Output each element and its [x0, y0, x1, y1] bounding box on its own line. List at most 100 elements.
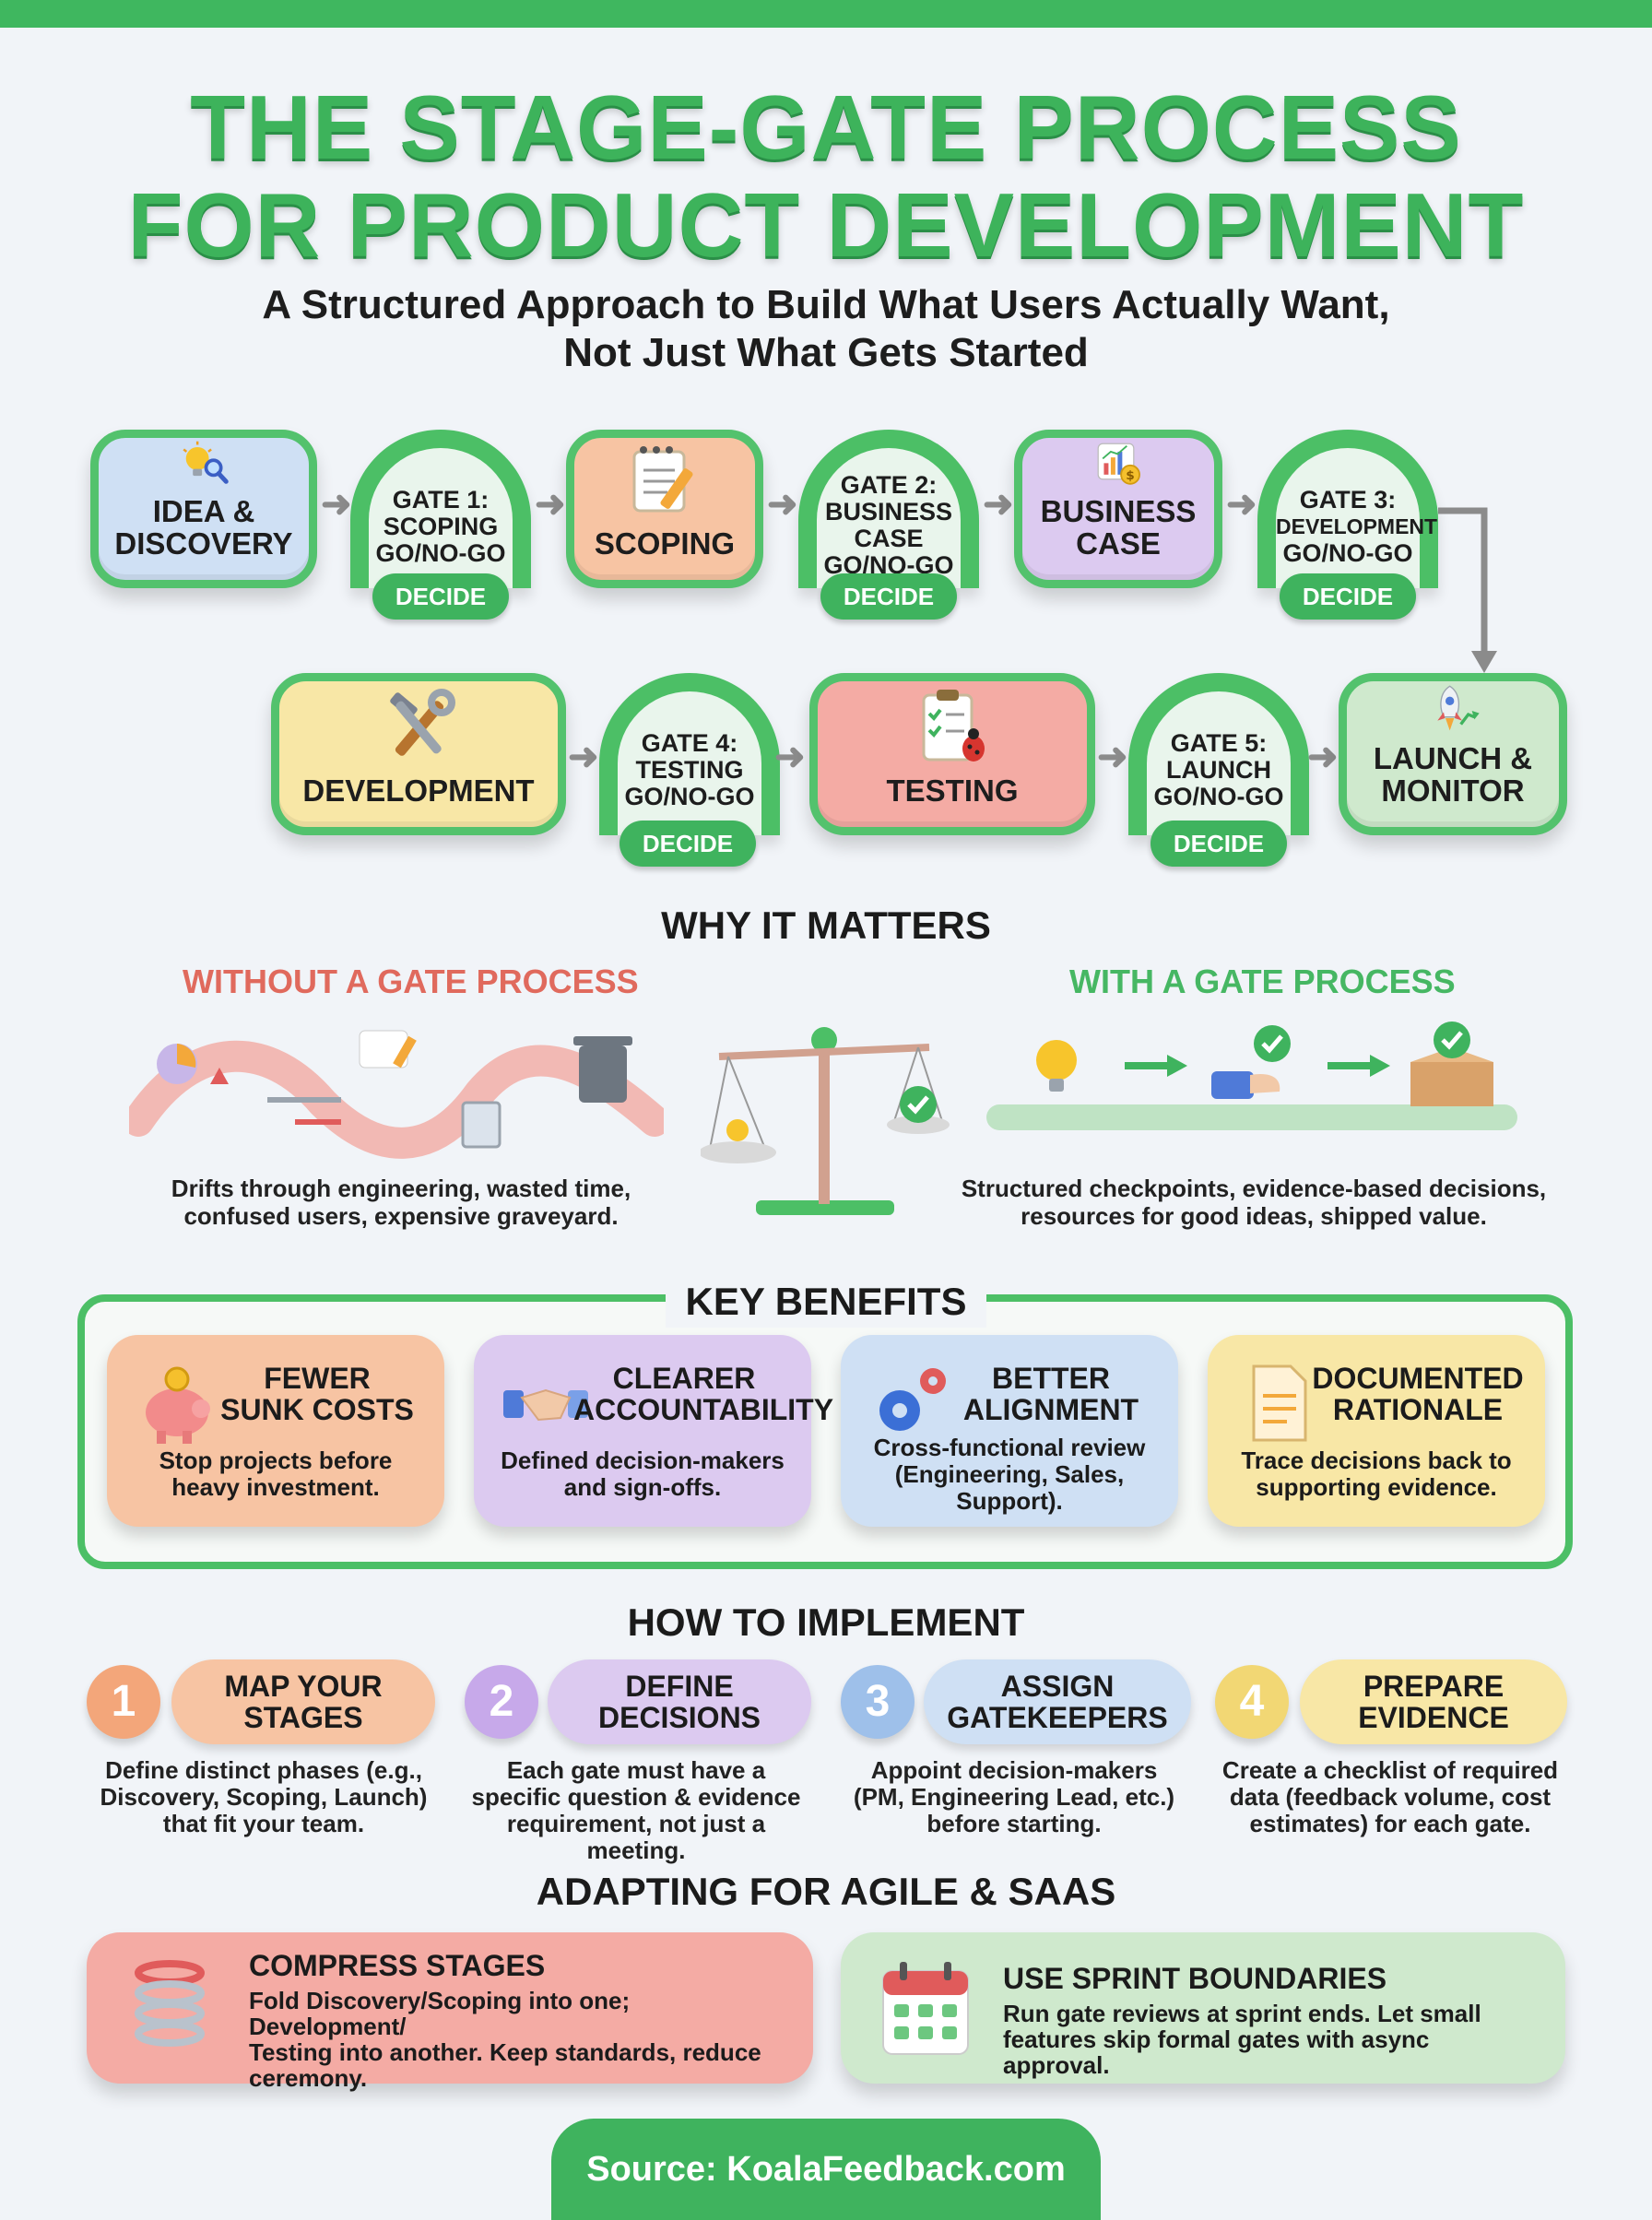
lightbulb-magnifier-icon: [183, 441, 229, 484]
step-number: 1: [87, 1665, 160, 1739]
why-heading: WHY IT MATTERS: [661, 903, 991, 947]
connector-arrow: [1438, 507, 1497, 673]
wavy-path-illustration: [129, 1030, 664, 1159]
step-number: 4: [1215, 1665, 1289, 1739]
gate-4: GATE 4: TESTING GO/NO-GO: [599, 673, 780, 835]
arrow-right-icon: ➜: [535, 484, 566, 525]
arrow-right-icon: ➜: [767, 484, 798, 525]
stage-label: SCOPING: [594, 526, 736, 561]
stage-launch-monitor: LAUNCH & MONITOR: [1339, 673, 1567, 835]
step-description: Appoint decision-makers(PM, Engineering …: [853, 1756, 1175, 1837]
hammer-wrench-icon: [390, 689, 455, 756]
subtitle-line-2: Not Just What Gets Started: [563, 330, 1089, 375]
implement-heading: HOW TO IMPLEMENT: [627, 1600, 1025, 1644]
arrow-right-icon: ➜: [1226, 484, 1257, 525]
stage-label: BUSINESS: [1040, 494, 1197, 528]
title-line-1: THE STAGE-GATE PROCESS: [190, 77, 1462, 178]
decide-badge: DECIDE: [1280, 573, 1416, 620]
benefits-heading: KEY BENEFITS: [666, 1276, 986, 1328]
stage-label: LAUNCH &: [1373, 741, 1533, 775]
arrow-right-icon: ➜: [1307, 737, 1339, 777]
with-description: Structured checkpoints, evidence-based d…: [961, 1175, 1547, 1230]
gate-label: GATE 1: SCOPING GO/NO-GO: [375, 486, 506, 567]
step-number: 2: [465, 1665, 538, 1739]
chart-money-icon: $: [1097, 443, 1140, 485]
adapt-title: USE SPRINT BOUNDARIES: [1003, 1962, 1387, 1995]
decide-badge: DECIDE: [372, 573, 509, 620]
source-footer: Source: KoalaFeedback.com: [551, 2119, 1101, 2220]
stage-label: TESTING: [886, 773, 1019, 808]
gate-2: GATE 2: BUSINESS CASE GO/NO-GO: [798, 430, 979, 588]
without-description: Drifts through engineering, wasted time,…: [171, 1175, 631, 1230]
arrow-right-icon: ➜: [321, 484, 352, 525]
stage-label: CASE: [1076, 526, 1161, 561]
step-number: 3: [841, 1665, 914, 1739]
svg-text:$: $: [1126, 468, 1135, 483]
stage-testing: TESTING: [809, 673, 1095, 835]
adapt-title: COMPRESS STAGES: [249, 1949, 546, 1982]
compress-stages-card: COMPRESS STAGES Fold Discovery/Scoping i…: [87, 1932, 813, 2091]
without-title: WITHOUT A GATE PROCESS: [183, 962, 639, 1000]
stage-idea-discovery: IDEA & DISCOVERY: [90, 430, 317, 588]
benefit-description: Cross-functional review(Engineering, Sal…: [873, 1434, 1146, 1515]
arrow-right-icon: ➜: [774, 737, 806, 777]
stage-label: DISCOVERY: [114, 526, 293, 561]
gate-label: GATE 5: LAUNCH GO/NO-GO: [1153, 729, 1284, 810]
step-description: Define distinct phases (e.g.,Discovery, …: [100, 1756, 428, 1837]
document-icon: [1252, 1364, 1307, 1442]
calendar-icon: [882, 1962, 969, 2055]
with-title: WITH A GATE PROCESS: [1069, 962, 1456, 1000]
checklist-bug-icon: [922, 690, 985, 762]
stage-business-case: $ BUSINESS CASE: [1014, 430, 1222, 588]
gears-icon: [879, 1368, 946, 1431]
notepad-pencil-icon: [632, 446, 693, 513]
decide-badge: DECIDE: [820, 573, 957, 620]
piggy-bank-icon: [146, 1366, 210, 1444]
gate-label: GATE 3: DEVELOPMENT GO/NO-GO: [1276, 486, 1438, 567]
title-line-2: FOR PRODUCT DEVELOPMENT: [127, 174, 1525, 276]
stage-label: DEVELOPMENT: [302, 773, 535, 808]
gate-5: GATE 5: LAUNCH GO/NO-GO: [1128, 673, 1309, 835]
adapt-description: Fold Discovery/Scoping into one; Develop…: [249, 1987, 761, 2092]
stage-label: MONITOR: [1381, 773, 1525, 808]
stage-development: DEVELOPMENT: [271, 673, 566, 835]
gate-label: GATE 2: BUSINESS CASE GO/NO-GO: [823, 471, 954, 579]
stage-label: IDEA &: [152, 494, 255, 528]
top-accent-bar: [0, 0, 1652, 28]
arrow-right-icon: ➜: [1097, 737, 1128, 777]
gated-path-illustration: [986, 1021, 1517, 1130]
adapt-description: Run gate reviews at sprint ends. Let sma…: [1003, 2000, 1481, 2079]
adapting-heading: ADAPTING FOR AGILE & SAAS: [536, 1870, 1116, 1913]
balance-scale-icon: [701, 1027, 950, 1215]
gate-1: GATE 1: SCOPING GO/NO-GO: [350, 430, 531, 588]
handshake-icon: [503, 1388, 588, 1422]
arrow-right-icon: ➜: [568, 737, 599, 777]
rocket-icon: [1437, 685, 1480, 731]
subtitle-line-1: A Structured Approach to Build What User…: [262, 282, 1390, 327]
gate-label: GATE 4: TESTING GO/NO-GO: [624, 729, 755, 810]
spring-icon: [135, 1960, 205, 2047]
sprint-boundaries-card: USE SPRINT BOUNDARIES Run gate reviews a…: [841, 1932, 1565, 2084]
decide-badge: DECIDE: [1150, 821, 1287, 867]
arrow-right-icon: ➜: [983, 484, 1014, 525]
gate-3: GATE 3: DEVELOPMENT GO/NO-GO: [1257, 430, 1438, 588]
stage-scoping: SCOPING: [566, 430, 763, 588]
decide-badge: DECIDE: [620, 821, 756, 867]
